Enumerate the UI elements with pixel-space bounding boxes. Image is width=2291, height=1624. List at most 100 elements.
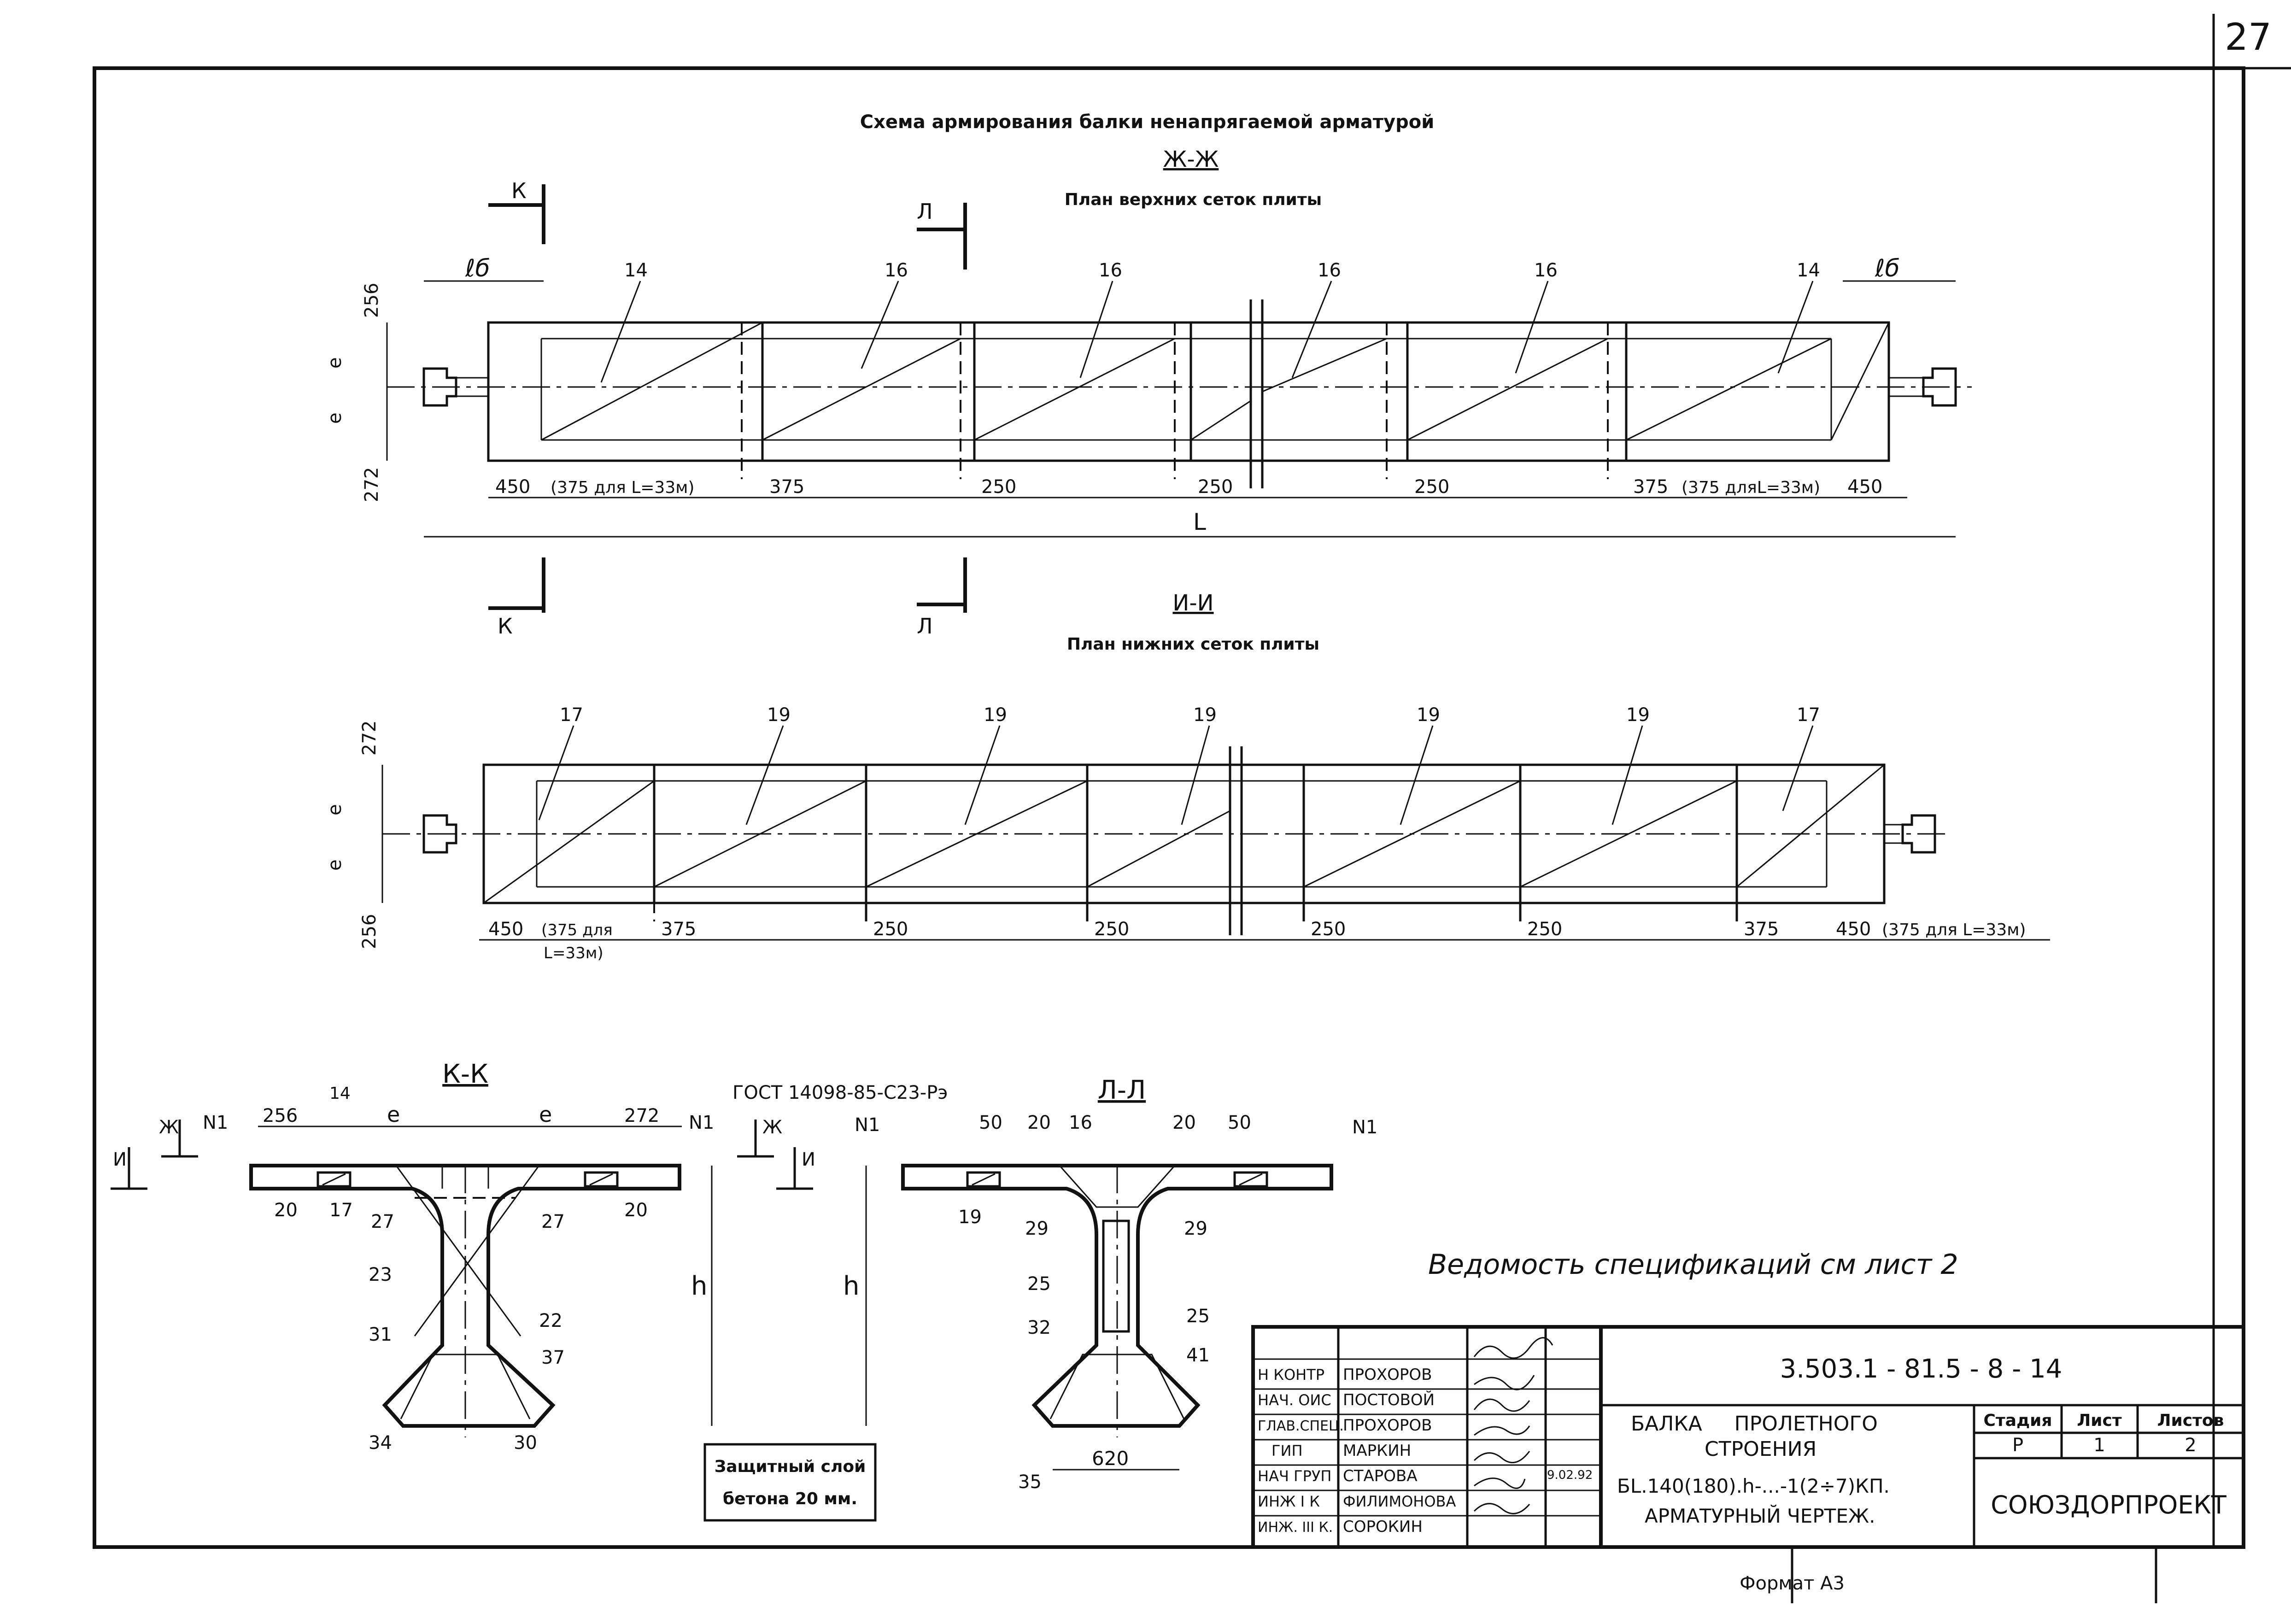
section-ll-title: Л-Л xyxy=(1098,1075,1146,1105)
mark-19-d: 19 xyxy=(1417,704,1440,726)
sheet-frame xyxy=(93,14,2291,1603)
plan-bottom-title: План нижних сеток плиты xyxy=(1067,635,1319,654)
plan-top-title: План верхних сеток плиты xyxy=(1065,190,1322,209)
section-kk-n1-right: N1 xyxy=(689,1112,714,1133)
section-ll-mark-25-left: 25 xyxy=(1027,1273,1051,1295)
plan-bottom-dim-375L-right: (375 для L=33м) xyxy=(1882,920,2026,939)
sheet-value: 1 xyxy=(2093,1435,2105,1456)
mark-16-a: 16 xyxy=(885,260,908,281)
doc-code: 3.503.1 - 81.5 - 8 - 14 xyxy=(1780,1354,2062,1384)
section-kk-mark-20-right: 20 xyxy=(624,1200,648,1221)
plan-bottom-dim-e1: е xyxy=(324,804,346,815)
sheets-header: Листов xyxy=(2157,1411,2224,1430)
name-4: СТАРОВА xyxy=(1343,1467,1418,1485)
plan-top-dim-375L-left: (375 для L=33м) xyxy=(551,478,694,497)
stage-value: Р xyxy=(2012,1435,2023,1456)
mark-17-left: 17 xyxy=(560,704,583,726)
sheet-header: Лист xyxy=(2077,1411,2121,1430)
plan-bottom-dim-375-for: (375 для xyxy=(541,921,613,939)
section-kk-mark-30: 30 xyxy=(514,1432,537,1454)
section-ll-height: h xyxy=(843,1271,860,1301)
section-kk-mark-17: 17 xyxy=(329,1200,353,1221)
plan-top-dim-250-a: 250 xyxy=(981,476,1016,498)
section-zh-title: Ж-Ж xyxy=(1163,147,1219,172)
mark-16-c: 16 xyxy=(1318,260,1341,281)
name-5: ФИЛИМОНОВА xyxy=(1343,1493,1456,1510)
plan-top-dim-272: 272 xyxy=(361,467,382,502)
role-2: ГЛАВ.СПЕЦ. xyxy=(1258,1418,1344,1434)
section-kk-cut-i-left: И xyxy=(113,1149,127,1170)
mark-19-a: 19 xyxy=(767,704,791,726)
cut-l-top: Л xyxy=(917,199,933,224)
name-line3: БL.140(180).h-...-1(2÷7)КП. xyxy=(1617,1475,1890,1497)
role-3: ГИП xyxy=(1271,1442,1303,1460)
plan-top: К К Л Л xyxy=(324,178,1972,639)
organization: СОЮЗДОРПРОЕКТ xyxy=(1991,1490,2227,1519)
section-ll-16: 16 xyxy=(1069,1112,1092,1133)
plan-top-dim-256: 256 xyxy=(361,283,382,318)
mark-19-c: 19 xyxy=(1193,704,1217,726)
role-4: НАЧ ГРУП xyxy=(1258,1467,1331,1485)
section-ll-mark-35: 35 xyxy=(1018,1472,1042,1493)
name-0: ПРОХОРОВ xyxy=(1343,1366,1432,1384)
section-ll-mark-29-right: 29 xyxy=(1184,1218,1207,1239)
section-ll-mark-41: 41 xyxy=(1186,1345,1210,1366)
title-block: Н КОНТР НАЧ. ОИС ГЛАВ.СПЕЦ. ГИП НАЧ ГРУП… xyxy=(1251,1325,2245,1549)
plan-top-lb-left: ℓб xyxy=(465,255,490,282)
main-title: Схема армирования балки ненапрягаемой ар… xyxy=(860,111,1434,133)
plan-top-dim-e1: е xyxy=(324,357,346,369)
section-kk-cut-i-right: И xyxy=(802,1149,815,1170)
section-ll-n1-left: N1 xyxy=(855,1114,880,1136)
section-kk-mark-27-right: 27 xyxy=(541,1211,565,1232)
plan-bottom-dim-450-left: 450 xyxy=(488,919,523,940)
mark-14-left: 14 xyxy=(624,260,648,281)
section-ll: Л-Л N1 50 20 16 20 50 N1 19 29 29 25 25 … xyxy=(843,1075,1377,1493)
role-1: НАЧ. ОИС xyxy=(1258,1391,1331,1409)
date: 9.02.92 xyxy=(1547,1468,1593,1482)
plan-top-dim-375L-right: (375 дляL=33м) xyxy=(1682,478,1820,497)
section-ll-width: 620 xyxy=(1092,1447,1129,1470)
name-6: СОРОКИН xyxy=(1343,1518,1423,1536)
role-0: Н КОНТР xyxy=(1258,1366,1324,1384)
mark-19-e: 19 xyxy=(1626,704,1650,726)
mark-14-right: 14 xyxy=(1797,260,1820,281)
page-number: 27 xyxy=(2225,16,2272,59)
plan-bottom-dim-272: 272 xyxy=(359,721,380,756)
mark-19-b: 19 xyxy=(984,704,1007,726)
sheet-format: Формат А3 xyxy=(1740,1573,1845,1594)
signatures xyxy=(1473,1337,1553,1514)
cut-k-bottom: К xyxy=(498,614,513,639)
plan-top-length: L xyxy=(1193,509,1206,535)
plan-bottom-dim-256: 256 xyxy=(359,914,380,949)
plan-top-dim-250-b: 250 xyxy=(1198,476,1233,498)
plan-top-dim-250-c: 250 xyxy=(1414,476,1449,498)
section-i-title: И-И xyxy=(1172,590,1213,616)
plan-top-dim-450-left: 450 xyxy=(495,476,530,498)
section-kk-14: 14 xyxy=(329,1084,351,1103)
plan-top-dim-375-a: 375 xyxy=(769,476,804,498)
section-kk-height: h xyxy=(691,1271,708,1301)
section-kk-n1-left: N1 xyxy=(203,1112,228,1133)
name-line1: БАЛКА ПРОЛЕТНОГО xyxy=(1631,1412,1878,1436)
section-kk-mark-22: 22 xyxy=(539,1310,562,1331)
name-line4: АРМАТУРНЫЙ ЧЕРТЕЖ. xyxy=(1645,1504,1875,1527)
section-ll-50-right: 50 xyxy=(1228,1112,1251,1133)
section-ll-mark-19: 19 xyxy=(958,1207,982,1228)
plan-bottom-dim-375-a: 375 xyxy=(661,919,696,940)
cut-l-bottom: Л xyxy=(917,614,933,639)
section-kk-cut-zh-left: Ж xyxy=(159,1117,179,1138)
mark-17-right: 17 xyxy=(1797,704,1820,726)
spec-reference: Ведомость спецификаций см лист 2 xyxy=(1428,1249,1958,1281)
section-ll-mark-29-left: 29 xyxy=(1025,1218,1049,1239)
section-kk-e-right: е xyxy=(539,1102,552,1127)
stage-header: Стадия xyxy=(1984,1411,2052,1430)
plan-top-lb-right: ℓб xyxy=(1875,255,1900,282)
section-ll-mark-32: 32 xyxy=(1027,1317,1051,1338)
role-6: ИНЖ. III К. xyxy=(1258,1519,1333,1536)
cut-k-top: К xyxy=(511,178,527,203)
plan-bottom-dim-L33: L=33м) xyxy=(544,944,604,962)
sheets-value: 2 xyxy=(2185,1435,2196,1456)
plan-top-dim-450-right: 450 xyxy=(1847,476,1882,498)
section-kk-256: 256 xyxy=(263,1105,298,1126)
